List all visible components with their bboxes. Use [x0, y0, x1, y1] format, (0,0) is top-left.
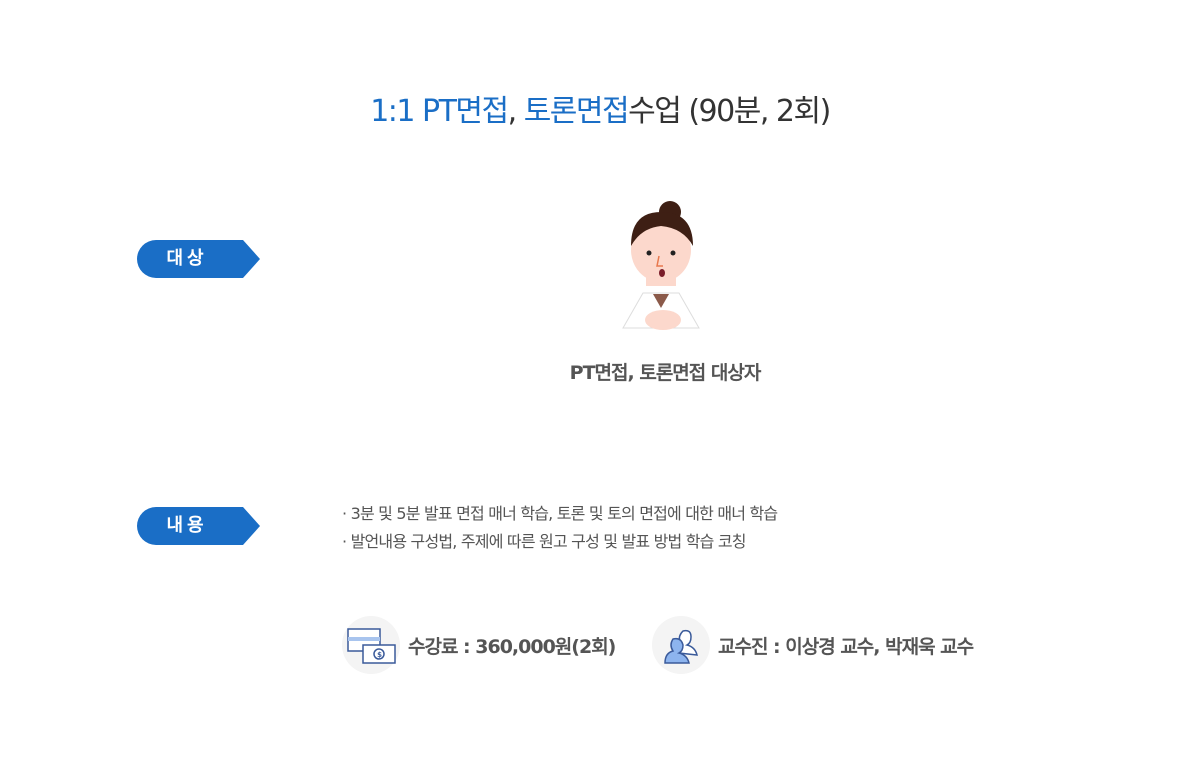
- target-description: PT면접, 토론면접 대상자: [569, 362, 762, 384]
- money-icon: $: [342, 616, 400, 674]
- target-badge: 대상: [137, 240, 260, 278]
- content-item: · 발언내용 구성법, 주제에 따른 원고 구성 및 발표 방법 학습 코칭: [342, 532, 747, 551]
- faculty-label: 교수진 : 이상경 교수, 박재욱 교수: [718, 635, 974, 658]
- page-title: 1:1 PT면접, 토론면접수업 (90분, 2회): [370, 94, 831, 129]
- student-illustration: [613, 198, 709, 342]
- fee-info: $ 수강료 : 360,000원(2회): [342, 616, 616, 674]
- svg-text:$: $: [377, 651, 382, 659]
- fee-label: 수강료 : 360,000원(2회): [408, 635, 616, 658]
- people-icon: [652, 616, 710, 674]
- faculty-info: 교수진 : 이상경 교수, 박재욱 교수: [652, 616, 974, 674]
- content-list: · 3분 및 5분 발표 면접 매너 학습, 토론 및 토의 면접에 대한 매너…: [342, 500, 778, 556]
- content-item: · 3분 및 5분 발표 면접 매너 학습, 토론 및 토의 면접에 대한 매너…: [342, 504, 778, 523]
- content-badge: 내용: [137, 507, 260, 545]
